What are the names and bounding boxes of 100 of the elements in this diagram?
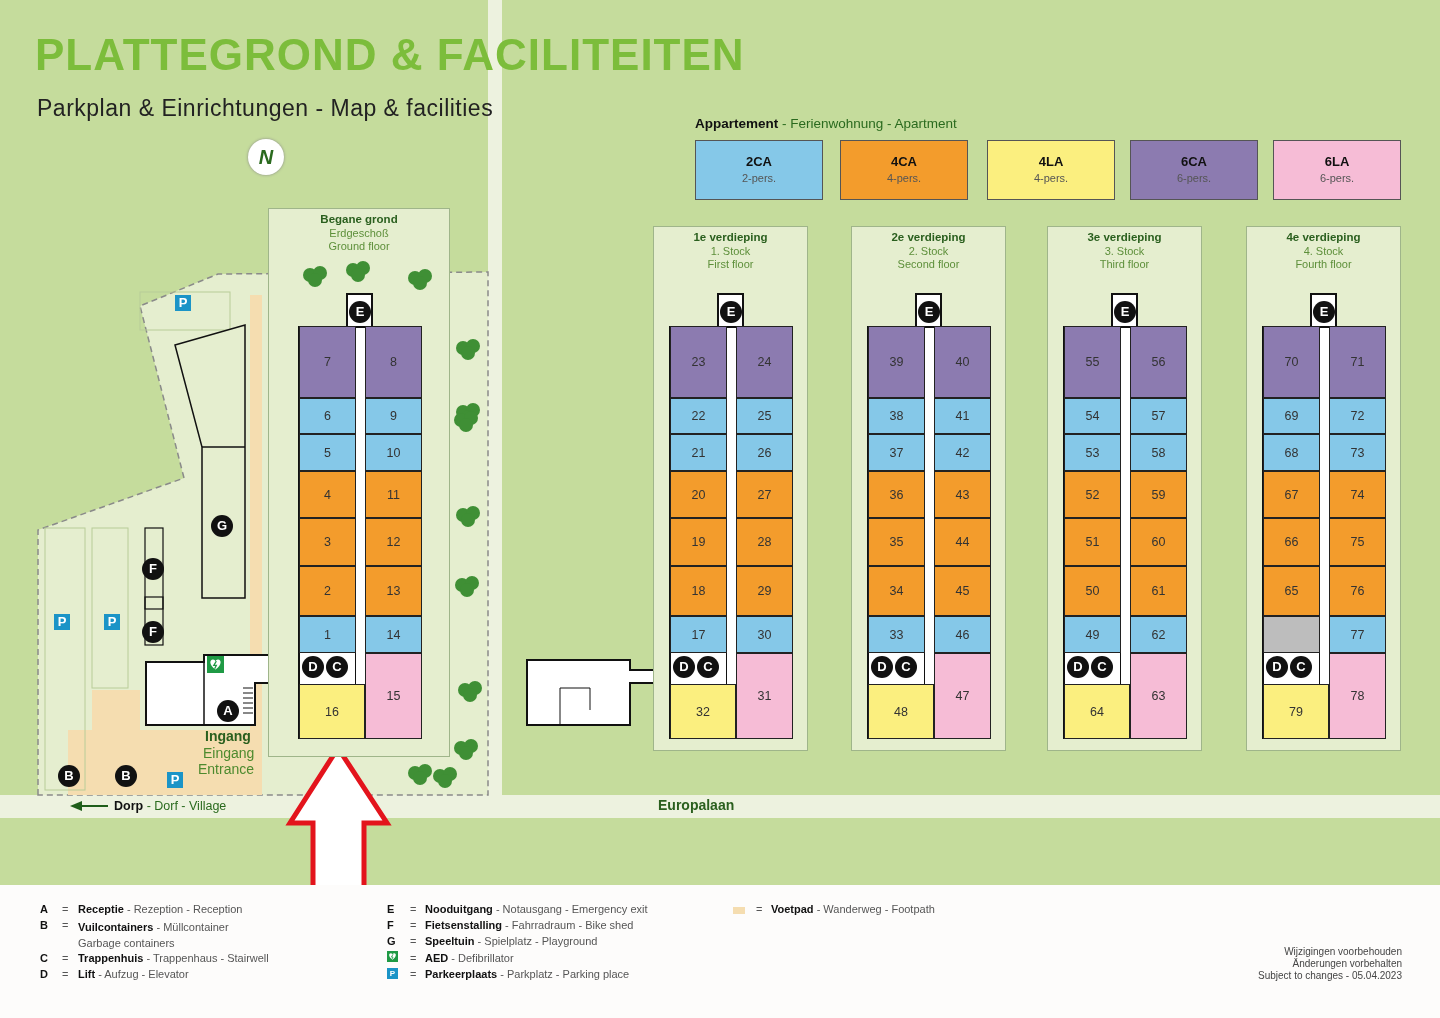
- apartment-unit: 22: [670, 398, 727, 434]
- building-floor-plan: [1246, 226, 1401, 751]
- apartment-unit: 46: [934, 616, 991, 653]
- apartment-unit: 24: [736, 326, 793, 398]
- apartment-unit: 47: [934, 653, 991, 739]
- floor-heading: 4e verdieping: [1285, 231, 1362, 243]
- label-text: Dorp - Dorf - Village: [114, 799, 227, 813]
- apartment-unit: 13: [365, 566, 422, 616]
- floor-subheading: Second floor: [896, 258, 961, 270]
- label-text: Receptie - Rezeption - Reception: [78, 903, 243, 915]
- apartment-unit: 59: [1130, 471, 1187, 518]
- note-text: Änderungen vorbehalten: [1292, 958, 1402, 969]
- apartment-unit: 30: [736, 616, 793, 653]
- apartment-unit: 25: [736, 398, 793, 434]
- street-name: Europalaan: [658, 797, 735, 813]
- floor-subheading: Ground floor: [327, 240, 391, 252]
- apartment-unit: 53: [1064, 434, 1121, 471]
- apartment-unit: 4: [299, 471, 356, 518]
- apartment-unit: 3: [299, 518, 356, 566]
- label-text: Eingang: [203, 745, 255, 761]
- apartment-type-box: [1273, 140, 1401, 200]
- label-text: =: [62, 952, 69, 964]
- apartment-unit: 67: [1263, 471, 1320, 518]
- apartment-unit: 32: [670, 684, 736, 739]
- apartment-unit: 23: [670, 326, 727, 398]
- apartment-unit: 39: [868, 326, 925, 398]
- apartment-unit: 61: [1130, 566, 1187, 616]
- key-letter: A: [40, 903, 48, 915]
- apartment-unit: 62: [1130, 616, 1187, 653]
- key-letter: B: [40, 919, 48, 931]
- type-code: 4CA: [890, 154, 918, 169]
- apartment-unit: 27: [736, 471, 793, 518]
- apartment-unit: 73: [1329, 434, 1386, 471]
- floor-heading: 2e verdieping: [890, 231, 967, 243]
- apartment-unit: 72: [1329, 398, 1386, 434]
- apartment-unit: 77: [1329, 616, 1386, 653]
- apartment-unit: 29: [736, 566, 793, 616]
- apartment-unit: 76: [1329, 566, 1386, 616]
- parking-sign: P: [387, 968, 398, 979]
- floor-subheading: First floor: [706, 258, 755, 270]
- apartment-unit: 18: [670, 566, 727, 616]
- floor-heading: 1e verdieping: [692, 231, 769, 243]
- occupancy-text: 6-pers.: [1175, 172, 1213, 184]
- apartment-type-box: [1130, 140, 1258, 200]
- label-text: =: [410, 968, 417, 980]
- key-letter: E: [387, 903, 395, 915]
- occupancy-text: 4-pers.: [885, 172, 923, 184]
- label-text: Nooduitgang - Notausgang - Emergency exit: [425, 903, 648, 915]
- apartment-unit: 60: [1130, 518, 1187, 566]
- apartment-unit: 35: [868, 518, 925, 566]
- key-letter: D: [40, 968, 48, 980]
- apartment-unit: 36: [868, 471, 925, 518]
- apartment-type-box: [987, 140, 1115, 200]
- apartment-unit: 41: [934, 398, 991, 434]
- parking-sign: P: [54, 614, 70, 630]
- label-text: Entrance: [198, 761, 255, 777]
- apartment-unit: 12: [365, 518, 422, 566]
- building-floor-plan: [268, 208, 450, 757]
- subtitle: Parkplan & Einrichtungen - Map & facilities: [37, 95, 494, 122]
- label-text: =: [756, 903, 763, 915]
- building-floor-plan: [1047, 226, 1202, 751]
- apartment-unit: 10: [365, 434, 422, 471]
- key-letter: F: [387, 919, 394, 931]
- floor-subheading: 2. Stock: [907, 244, 950, 257]
- apartment-unit: 45: [934, 566, 991, 616]
- floor-subheading: 1. Stock: [709, 244, 752, 257]
- legend-text: Voetpad - Wanderweg - Footpath: [771, 903, 935, 915]
- label-text: =: [410, 903, 417, 915]
- apartment-unit: 28: [736, 518, 793, 566]
- apartment-unit: 11: [365, 471, 422, 518]
- apartment-unit: 52: [1064, 471, 1121, 518]
- floor-subheading: 3. Stock: [1103, 244, 1146, 257]
- label-text: Trappenhuis - Trappenhaus - Stairwell: [78, 952, 269, 964]
- parking-sign: P: [104, 614, 120, 630]
- apartment-unit: 48: [868, 684, 934, 739]
- occupancy-text: 6-pers.: [1318, 172, 1356, 184]
- type-code: 6LA: [1323, 154, 1351, 169]
- apartment-unit: 37: [868, 434, 925, 471]
- apartment-unit: 51: [1064, 518, 1121, 566]
- label-text: =: [62, 919, 69, 931]
- apartment-unit: 65: [1263, 566, 1320, 616]
- apartment-unit: 70: [1263, 326, 1320, 398]
- apartment-unit: 1: [299, 616, 356, 653]
- apartment-unit: 66: [1263, 518, 1320, 566]
- apartment-unit: 50: [1064, 566, 1121, 616]
- apartment-unit: 49: [1064, 616, 1121, 653]
- apartment-unit: 26: [736, 434, 793, 471]
- apartment-unit: 44: [934, 518, 991, 566]
- apartment-unit: 6: [299, 398, 356, 434]
- type-code: 6CA: [1180, 154, 1208, 169]
- occupancy-text: 2-pers.: [740, 172, 778, 184]
- label-text: =: [410, 935, 417, 947]
- apartment-unit: 9: [365, 398, 422, 434]
- label-text: AED - Defibrillator: [425, 952, 514, 964]
- floor-subheading: Erdgeschoß: [328, 226, 390, 239]
- apartment-unit: 54: [1064, 398, 1121, 434]
- apartment-unit: 5: [299, 434, 356, 471]
- floor-heading: 3e verdieping: [1086, 231, 1163, 243]
- apartment-unit: 78: [1329, 653, 1386, 739]
- apartment-unit: 71: [1329, 326, 1386, 398]
